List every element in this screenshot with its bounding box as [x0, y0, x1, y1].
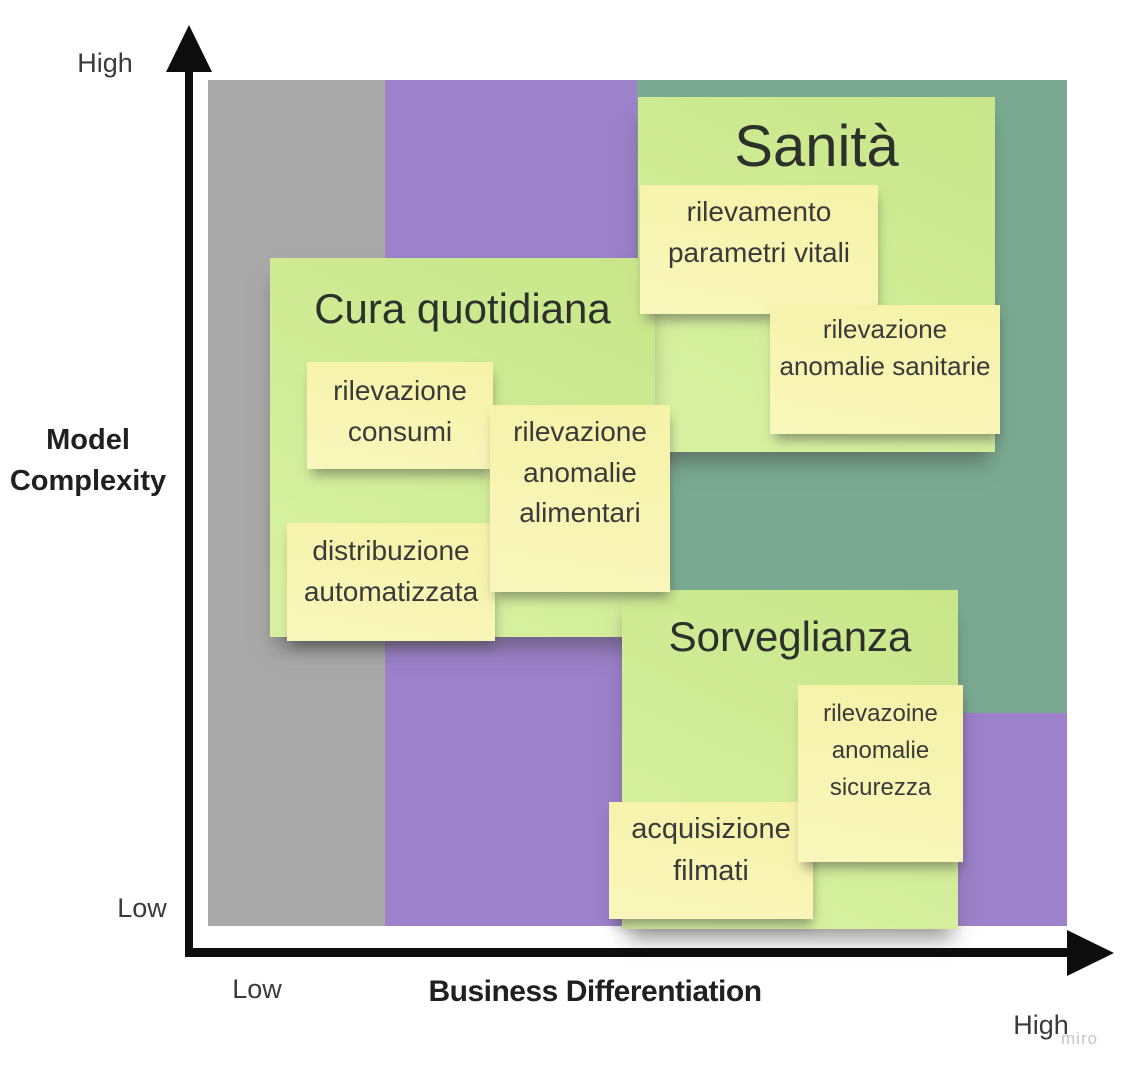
group-title-sanita: Sanità — [734, 114, 899, 179]
y-axis-title: Model Complexity — [9, 424, 167, 497]
sticky-note-rilevazione-anomalie-sanitarie[interactable]: rilevazione anomalie sanitarie — [770, 305, 1000, 434]
sticky-note-acquisizione-filmati[interactable]: acquisizione filmati — [609, 802, 813, 919]
x-axis-high-label: High — [1013, 1010, 1069, 1040]
sticky-note-rilevazione-consumi[interactable]: rilevazione consumi — [307, 362, 493, 469]
y-axis-low-label: Low — [117, 893, 167, 923]
y-axis-arrowhead-icon — [166, 25, 212, 72]
y-axis-high-label: High — [77, 48, 133, 78]
sticky-note-rilevazoine-anomalie-sicurezza[interactable]: rilevazoine anomalie sicurezza — [798, 685, 963, 862]
y-axis-line — [185, 58, 193, 957]
x-axis-title: Business Differentiation — [428, 975, 762, 1008]
miro-watermark: miro — [1061, 1029, 1099, 1048]
x-axis-line — [185, 948, 1070, 957]
x-axis-arrowhead-icon — [1067, 930, 1114, 976]
group-title-sorveglianza: Sorveglianza — [668, 613, 912, 660]
sticky-note-rilevazione-anomalie-alimentari[interactable]: rilevazione anomalie alimentari — [490, 405, 670, 592]
sticky-note-distribuzione-automatizzata[interactable]: distribuzione automatizzata — [287, 523, 495, 641]
group-title-cura-quotidiana: Cura quotidiana — [314, 285, 611, 332]
sticky-note-rilevamento-parametri-vitali[interactable]: rilevamento parametri vitali — [640, 185, 878, 314]
x-axis-low-label: Low — [232, 974, 282, 1004]
